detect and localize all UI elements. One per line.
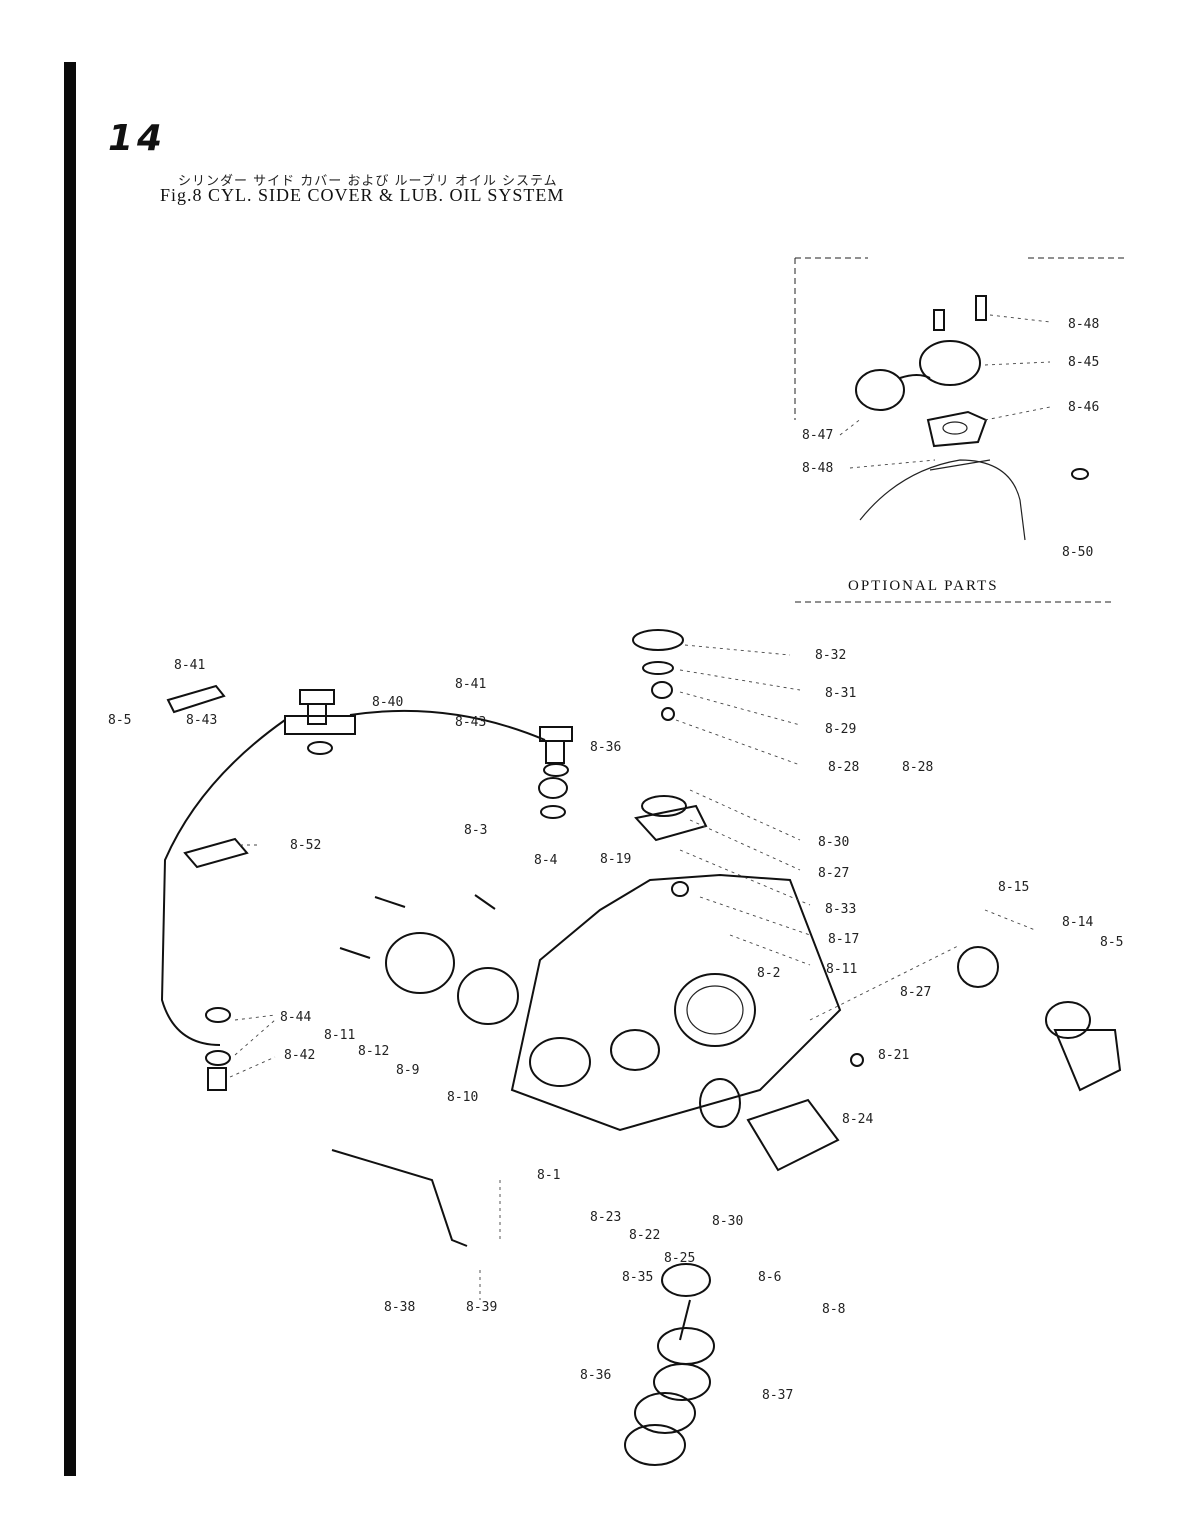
optional-callout-label: 8-50: [1062, 545, 1094, 560]
callout-label: 8-42: [284, 1048, 316, 1063]
callout-label: 8-44: [280, 1010, 312, 1025]
cylinder-side-cover-body: [510, 873, 842, 1132]
optional-parts-label: OPTIONAL PARTS: [848, 578, 999, 594]
callout-label: 8-30: [712, 1214, 744, 1229]
callout-label: 8-52: [290, 838, 322, 853]
callout-label: 8-33: [825, 902, 857, 917]
pipe-clamp: [166, 684, 226, 714]
banjo-bolt-left: [299, 689, 335, 755]
callout-label: 8-1: [537, 1168, 561, 1183]
callout-label: 8-28: [828, 760, 860, 775]
callout-label: 8-5: [108, 713, 132, 728]
banjo-bolt-right: [538, 726, 573, 819]
callout-label: 8-43: [186, 713, 218, 728]
callout-label: 8-8: [822, 1302, 846, 1317]
optional-callout-label: 8-46: [1068, 400, 1100, 415]
callout-label: 8-39: [466, 1300, 498, 1315]
callout-label: 8-11: [324, 1028, 356, 1043]
callout-label: 8-9: [396, 1063, 420, 1078]
page-number: 14: [108, 118, 167, 159]
callout-label: 8-35: [622, 1270, 654, 1285]
callout-label: 8-32: [815, 648, 847, 663]
callout-label: 8-19: [600, 852, 632, 867]
callout-label: 8-28: [902, 760, 934, 775]
strainer-stack: [624, 1263, 715, 1466]
callout-label: 8-27: [818, 866, 850, 881]
callout-label: 8-21: [878, 1048, 910, 1063]
callout-label: 8-15: [998, 880, 1030, 895]
callout-label: 8-2: [757, 966, 781, 981]
callout-label: 8-22: [629, 1228, 661, 1243]
callout-label: 8-25: [664, 1251, 696, 1266]
callout-label: 8-43: [455, 715, 487, 730]
callout-label: 8-6: [758, 1270, 782, 1285]
callout-label: 8-30: [818, 835, 850, 850]
callout-label: 8-11: [826, 962, 858, 977]
callout-label: 8-17: [828, 932, 860, 947]
callout-label: 8-31: [825, 686, 857, 701]
lubrication-oil-pipe: [160, 709, 546, 1046]
left-side-housings: [339, 894, 519, 1025]
callout-label: 8-24: [842, 1112, 874, 1127]
callout-label: 8-36: [590, 740, 622, 755]
optional-callout-label: 8-47: [802, 428, 834, 443]
callout-label: 8-27: [900, 985, 932, 1000]
optional-callout-label: 8-48: [1068, 317, 1100, 332]
callout-label: 8-12: [358, 1044, 390, 1059]
callout-label: 8-5: [1100, 935, 1124, 950]
binding-edge-bar: [64, 62, 76, 1476]
lower-union: [205, 1007, 231, 1091]
callout-label: 8-14: [1062, 915, 1094, 930]
filler-cap-stack: [632, 629, 708, 842]
pipe-clip: [183, 837, 249, 869]
callout-label: 8-37: [762, 1388, 794, 1403]
callout-label: 8-10: [447, 1090, 479, 1105]
optional-parts-frame: [794, 257, 1124, 603]
right-side-parts: [699, 946, 1122, 1172]
optional-callout-label: 8-45: [1068, 355, 1100, 370]
callout-label: 8-40: [372, 695, 404, 710]
optional-callout-label: 8-48: [802, 461, 834, 476]
figure-title: Fig.8 CYL. SIDE COVER & LUB. OIL SYSTEM: [160, 185, 565, 205]
oil-level-gauge: [331, 1149, 468, 1247]
callout-label: 8-4: [534, 853, 558, 868]
callout-label: 8-41: [174, 658, 206, 673]
leader-lines: [229, 314, 1051, 1300]
callout-label: 8-3: [464, 823, 488, 838]
optional-parts-sketch: [855, 295, 1089, 541]
callout-label: 8-23: [590, 1210, 622, 1225]
callout-label: 8-36: [580, 1368, 612, 1383]
callout-label: 8-29: [825, 722, 857, 737]
callout-label: 8-41: [455, 677, 487, 692]
figure-title-japanese: シリンダー サイド カバー および ルーブリ オイル システム: [178, 174, 558, 189]
callout-label: 8-38: [384, 1300, 416, 1315]
